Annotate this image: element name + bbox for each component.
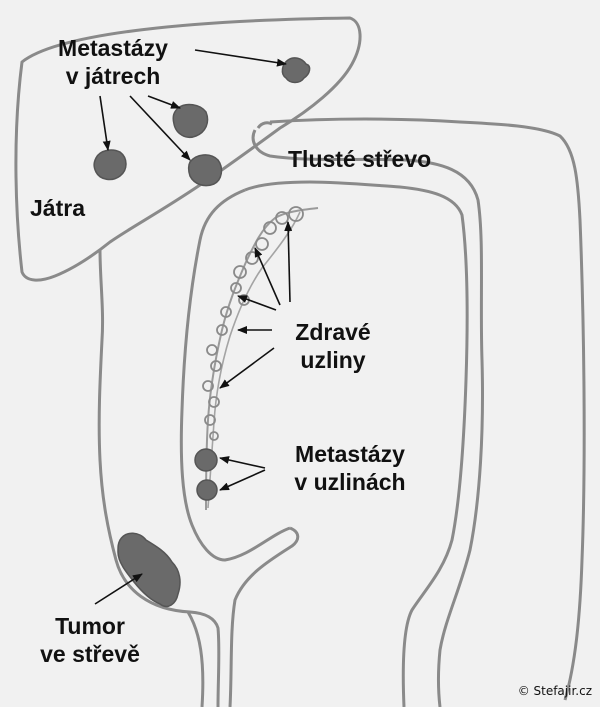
label-node-metastases: Metastázy v uzlinách — [270, 440, 430, 496]
label-liver-metastases-line2: v játrech — [65, 63, 161, 89]
label-node-metastases-line1: Metastázy — [295, 441, 405, 467]
colon-descending-inner — [179, 188, 291, 562]
arrow-healthy-2 — [254, 247, 281, 306]
liver-metastasis-2 — [172, 103, 209, 138]
arrow-healthy-5 — [219, 347, 275, 389]
label-node-metastases-line2: v uzlinách — [294, 469, 406, 495]
colon-tumor — [117, 532, 181, 608]
lymph-vessel — [205, 207, 319, 511]
arrow-liver-met-3 — [99, 95, 111, 151]
label-healthy-nodes-line1: Zdravé — [295, 319, 371, 345]
arrow-healthy-1 — [284, 221, 293, 303]
annotation-arrows — [94, 49, 293, 605]
label-liver-metastases-line1: Metastázy — [58, 35, 168, 61]
copyright-notice: © Stefajir.cz — [517, 684, 592, 698]
lesions — [93, 57, 311, 608]
liver-metastasis-3 — [93, 149, 127, 181]
liver-metastasis-1 — [281, 57, 311, 84]
colon-outer-outline — [269, 117, 586, 701]
healthy-lymph-nodes — [202, 206, 304, 441]
label-liver: Játra — [30, 195, 85, 221]
arrow-healthy-3 — [237, 295, 277, 311]
label-liver-metastases: Metastázy v játrech — [38, 34, 188, 90]
arrow-liver-met-4 — [129, 95, 191, 161]
rectum-wall — [186, 526, 300, 707]
arrow-tumor — [94, 573, 143, 605]
node-metastasis-1 — [194, 448, 218, 472]
arrow-liver-met-2 — [147, 95, 181, 109]
label-tumor-line1: Tumor — [55, 613, 125, 639]
label-healthy-nodes: Zdravé uzliny — [278, 318, 388, 374]
arrow-liver-met-1 — [194, 49, 287, 67]
colon-upper-wall — [251, 121, 484, 707]
label-tumor: Tumor ve střevě — [30, 612, 150, 668]
label-colon: Tlusté střevo — [288, 146, 432, 172]
label-tumor-line2: ve střevě — [40, 641, 140, 667]
colon-inner-wall — [244, 180, 469, 707]
arrow-node-met-2 — [219, 469, 266, 491]
node-metastasis-2 — [196, 479, 218, 501]
label-healthy-nodes-line2: uzliny — [300, 347, 366, 373]
colon-descending-left — [97, 249, 221, 707]
liver-metastasis-4 — [187, 154, 223, 187]
arrow-node-met-1 — [219, 456, 266, 469]
